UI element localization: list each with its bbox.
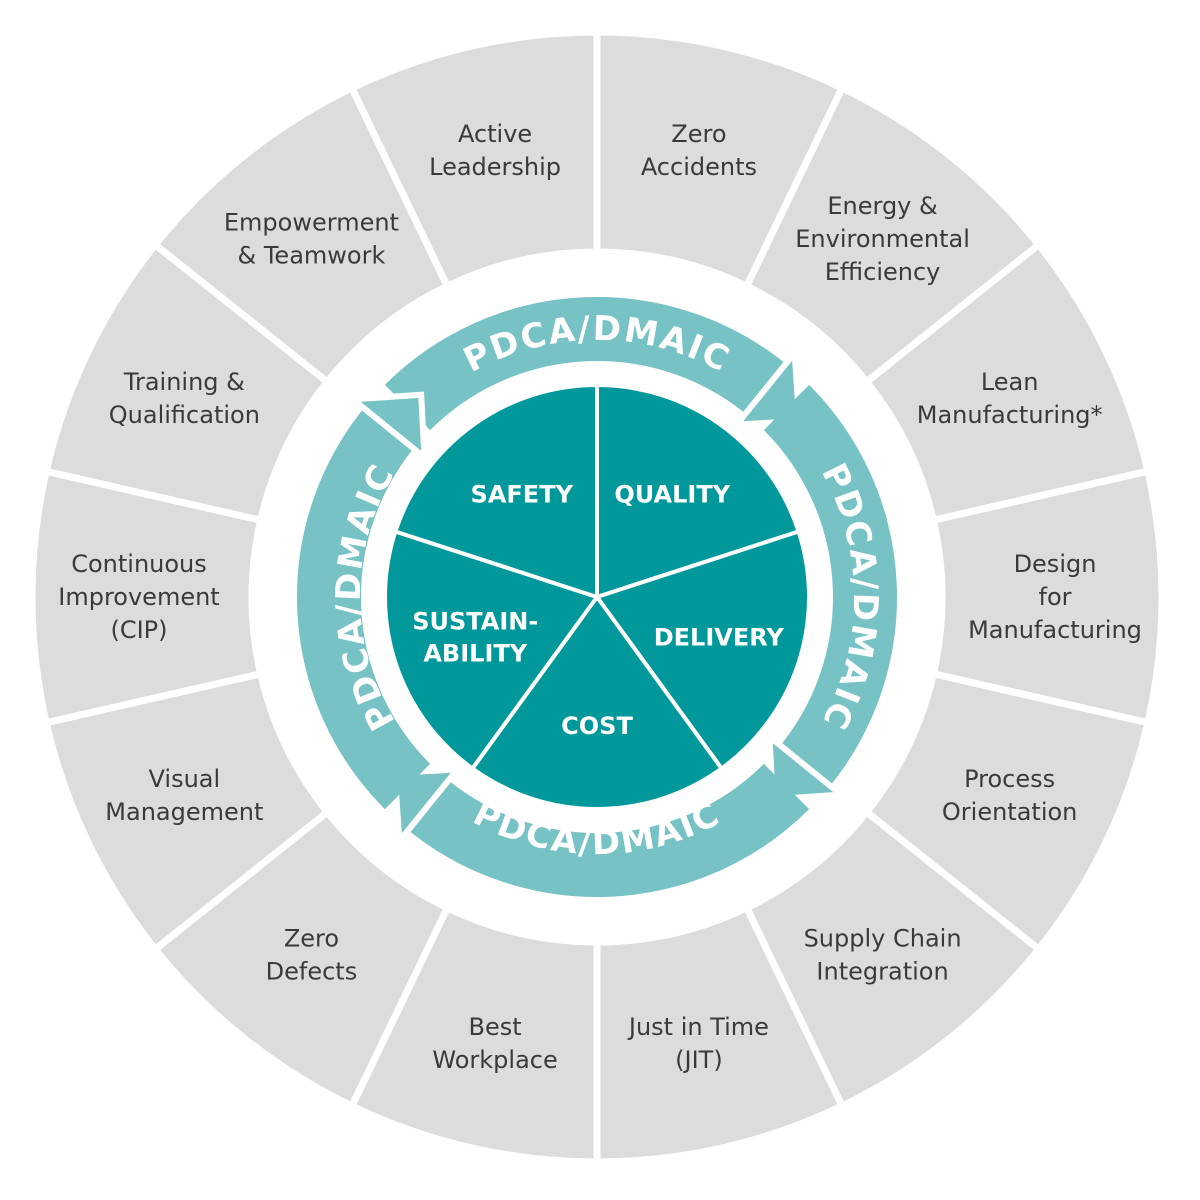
segment-training-qualification-label: Training & Qualification bbox=[109, 368, 260, 429]
cycle-arrow-head bbox=[766, 730, 849, 803]
core-wedge-cost-label: COST bbox=[561, 712, 633, 740]
segment-design-for-manufacturing-label-line: Manufacturing bbox=[968, 616, 1142, 644]
segment-just-in-time-jit-label: Just in Time (JIT) bbox=[627, 1013, 769, 1074]
segment-training-qualification-label-line: Qualification bbox=[109, 401, 260, 429]
core-wedge-sustain-ability-shape bbox=[383, 528, 601, 772]
segment-zero-defects-label-line: Zero bbox=[284, 925, 339, 953]
segment-best-workplace-label-line: Best bbox=[469, 1013, 522, 1041]
segment-design-for-manufacturing-label-line: Design bbox=[1014, 550, 1097, 578]
segment-energy-environmental-efficiency-label-line: Energy & bbox=[827, 192, 937, 220]
segment-zero-defects-label-line: Defects bbox=[266, 958, 358, 986]
segment-active-leadership-label-line: Active bbox=[458, 120, 532, 148]
core-wedge-sustain-ability-label-line: SUSTAIN- bbox=[412, 608, 538, 636]
core-wedge-cost: COST bbox=[469, 593, 725, 811]
segment-continuous-improvement-cip-label-line: Continuous bbox=[71, 550, 207, 578]
core-wedge-cost-shape bbox=[469, 593, 725, 811]
segment-empowerment-teamwork-label: Empowerment & Teamwork bbox=[224, 208, 399, 269]
core-wedge-quality-label: QUALITY bbox=[614, 480, 730, 508]
segment-energy-environmental-efficiency-label-line: Efficiency bbox=[825, 258, 941, 286]
segment-lean-manufacturing-label-line: Lean bbox=[981, 368, 1039, 396]
segment-training-qualification-label-line: Training & bbox=[123, 368, 245, 396]
cycle-arrow-head bbox=[345, 391, 428, 464]
segment-empowerment-teamwork-label-line: Empowerment bbox=[224, 208, 399, 236]
segment-visual-management-label-line: Management bbox=[105, 798, 263, 826]
segment-active-leadership-shape bbox=[347, 28, 601, 291]
segment-just-in-time-jit-label-line: Just in Time bbox=[627, 1013, 769, 1041]
cycle-arrow-4 bbox=[297, 391, 431, 810]
segment-active-leadership-label-line: Leadership bbox=[429, 153, 561, 181]
core-wedge-quality: QUALITY bbox=[595, 382, 802, 600]
core-wedge-safety-shape bbox=[392, 382, 599, 600]
cycle-arrow-head bbox=[730, 345, 803, 428]
cycle-arrow-1 bbox=[384, 297, 803, 431]
cycle-arrow-3 bbox=[391, 763, 810, 897]
core-wedge-delivery-shape bbox=[593, 528, 811, 772]
segment-empowerment-teamwork: Empowerment & Teamwork bbox=[150, 83, 452, 387]
segment-supply-chain-integration-label-line: Supply Chain bbox=[804, 925, 962, 953]
segment-design-for-manufacturing-label-line: for bbox=[1039, 583, 1072, 611]
segment-continuous-improvement-cip-label-line: Improvement bbox=[58, 583, 219, 611]
core-wedge-safety: SAFETY bbox=[392, 382, 599, 600]
segment-supply-chain-integration-label-line: Integration bbox=[816, 958, 948, 986]
core-wedge-sustain-ability: SUSTAIN- ABILITY bbox=[383, 528, 601, 772]
core-wedge-delivery-label-line: DELIVERY bbox=[654, 624, 785, 652]
segment-energy-environmental-efficiency-label-line: Environmental bbox=[795, 225, 970, 253]
segment-zero-accidents-label-line: Zero bbox=[671, 120, 726, 148]
segment-process-orientation-label-line: Orientation bbox=[942, 798, 1078, 826]
core-wedge-cost-label-line: COST bbox=[561, 712, 633, 740]
core-wedge-quality-label-line: QUALITY bbox=[614, 480, 730, 508]
core-wedge-safety-label: SAFETY bbox=[471, 480, 574, 508]
segment-continuous-improvement-cip-label-line: (CIP) bbox=[110, 616, 167, 644]
core-wedge-delivery-label: DELIVERY bbox=[654, 624, 785, 652]
core-wedge-sustain-ability-label: SUSTAIN- ABILITY bbox=[412, 608, 538, 668]
core-pie: QUALITY DELIVERY COST SUSTAIN- ABILITY SAFETY bbox=[383, 382, 811, 811]
cycle-arrow-band bbox=[384, 297, 790, 431]
segment-just-in-time-jit-label-line: (JIT) bbox=[675, 1046, 723, 1074]
cycle-arrow-head bbox=[391, 766, 464, 849]
cycle-arrow-band bbox=[763, 384, 897, 790]
segment-best-workplace-label-line: Workplace bbox=[432, 1046, 557, 1074]
core-wedge-safety-label-line: SAFETY bbox=[471, 480, 574, 508]
segment-process-orientation-label-line: Process bbox=[964, 765, 1055, 793]
core-wedge-sustain-ability-label-line: ABILITY bbox=[423, 640, 527, 668]
cycle-arrow-band bbox=[404, 763, 810, 897]
core-wedge-delivery: DELIVERY bbox=[593, 528, 811, 772]
segment-visual-management-label-line: Visual bbox=[149, 765, 221, 793]
cycle-arrow-band bbox=[297, 404, 431, 810]
cycle-arrow-2 bbox=[763, 384, 897, 803]
segment-zero-accidents-label-line: Accidents bbox=[641, 153, 757, 181]
segment-lean-manufacturing-label-line: Manufacturing* bbox=[917, 401, 1103, 429]
core-wedge-quality-shape bbox=[595, 382, 802, 600]
segment-empowerment-teamwork-label-line: & Teamwork bbox=[238, 241, 386, 269]
